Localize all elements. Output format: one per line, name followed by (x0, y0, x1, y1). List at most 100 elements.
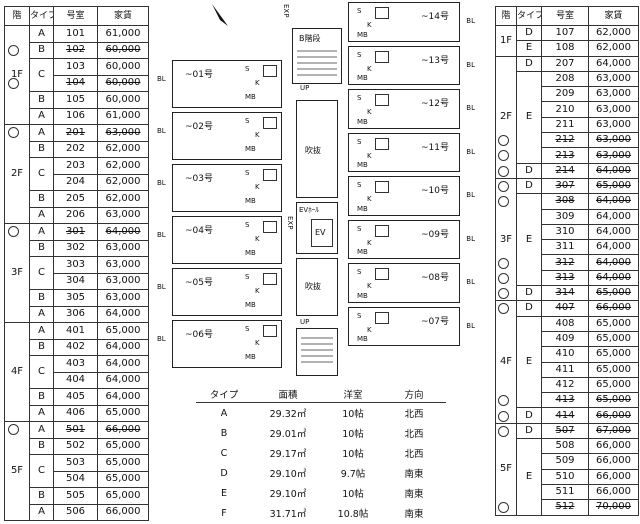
room-header: 号室 (53, 6, 98, 26)
stair-lines (297, 50, 337, 76)
room-cell: 402 (53, 338, 98, 356)
area-cell: 29.17㎡ (269, 449, 307, 460)
room-cell: 105 (53, 91, 98, 109)
room-label-s: S (357, 137, 362, 146)
elevator-hall: EVﾎｰﾙ EV (296, 202, 338, 254)
room-size-cell: 10帖 (342, 429, 364, 440)
up-label-top: UP (300, 84, 310, 92)
type-cell: E (516, 40, 542, 57)
floor-cell: 4F (4, 322, 30, 422)
reserved-mark-icon (498, 135, 509, 147)
room-cell: 506 (53, 503, 98, 521)
rent-cell: 65,000 (588, 392, 639, 409)
up-label-bottom: UP (300, 318, 310, 326)
room-label-s: S (245, 325, 250, 333)
rent-cell: 63,000 (97, 289, 149, 307)
rent-cell: 65,000 (97, 404, 149, 422)
room-cell: 205 (53, 190, 98, 208)
room-label-s: S (245, 273, 250, 281)
rent-cell: 67,000 (588, 422, 639, 440)
direction-cell: 北西 (404, 429, 424, 440)
type-cell: D (516, 422, 542, 440)
type-header-row: タイプ 面積 洋室 方向 (196, 386, 446, 403)
room-cell: 505 (53, 487, 98, 505)
unit-number: ~13号 (421, 55, 449, 66)
room-cell: 502 (53, 437, 98, 455)
type-cell: D (516, 407, 542, 424)
room-label-s: S (245, 221, 250, 229)
north-arrow-icon (212, 4, 228, 26)
reserved-mark-icon (8, 44, 19, 56)
room-cell: 412 (541, 376, 589, 394)
type-header: タイプ (516, 6, 542, 26)
type-cell: B (29, 338, 54, 356)
bath-fixture (375, 137, 389, 150)
rent-cell: 64,000 (97, 305, 149, 323)
rent-cell: 60,000 (97, 91, 149, 109)
left-rent-table: 階 タイプ 号室 家賃 1FA10161,000B10260,000C10360… (4, 6, 149, 521)
room-cell: 102 (53, 41, 98, 59)
room-label-mb: MB (357, 335, 368, 343)
room-label-k: K (367, 282, 372, 290)
room-label-s: S (245, 117, 250, 125)
room-label-k: K (367, 21, 372, 29)
balcony-label: BL (466, 104, 475, 112)
room-cell: 203 (53, 157, 98, 175)
void-upper-label: 吹抜 (305, 146, 321, 155)
room-cell: 213 (541, 147, 589, 164)
room-label-k: K (255, 339, 260, 347)
room-label-s: S (357, 181, 362, 189)
room-label-mb: MB (357, 161, 368, 169)
room-cell: 510 (541, 468, 589, 485)
balcony-label: BL (157, 231, 166, 239)
type-cell: E (516, 315, 542, 409)
room-cell: 413 (541, 392, 589, 409)
unit-number: ~06号 (185, 330, 213, 340)
type-cell: A (29, 107, 54, 125)
rent-cell: 66,000 (588, 300, 639, 317)
type-cell: B (220, 427, 228, 439)
room-cell: 313 (541, 269, 589, 287)
rent-cell: 65,000 (588, 315, 639, 332)
type-cell: C (29, 454, 54, 488)
type-cell: A (29, 223, 54, 241)
balcony-label: BL (466, 147, 475, 156)
balcony-label: BL (157, 283, 166, 291)
room-label-k: K (367, 238, 372, 247)
reserved-mark-icon (498, 150, 509, 162)
room-label-s: S (245, 169, 250, 177)
reserved-mark-icon (498, 502, 509, 514)
reserved-mark-icon (498, 181, 509, 192)
room-label-k: K (367, 64, 372, 73)
room-label-s: S (357, 311, 362, 320)
unit-number: ~10号 (421, 186, 449, 196)
type-cell: A (29, 124, 54, 142)
room-label-k: K (255, 131, 260, 139)
area-cell: 29.10㎡ (269, 489, 307, 500)
room-label-s: S (357, 50, 362, 59)
room-cell: 208 (541, 70, 589, 88)
rent-cell: 63,000 (588, 132, 639, 149)
